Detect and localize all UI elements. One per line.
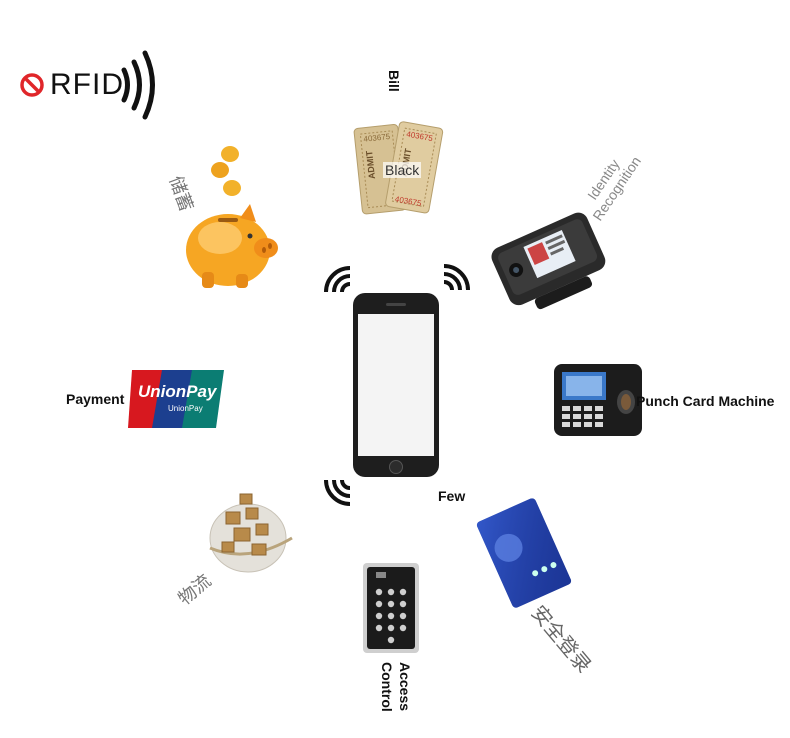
no-symbol-icon bbox=[20, 50, 155, 120]
blue-card-icon bbox=[476, 498, 572, 608]
identity-recognition-label: Identity Recognition bbox=[584, 153, 644, 224]
unionpay-card: UnionPay UnionPay bbox=[126, 366, 226, 432]
access-control-label: Access Control bbox=[379, 662, 413, 712]
ticket-number-1: 403675 bbox=[363, 132, 391, 144]
ticket-illustration: 403675 ADMIT 403675 403675 ADMIT bbox=[352, 118, 444, 218]
blue-card-illustration bbox=[476, 498, 572, 608]
piggy-bank-icon bbox=[186, 146, 278, 288]
globe-parcels-icon bbox=[209, 493, 293, 573]
wave-icon bbox=[443, 264, 470, 291]
face-terminal-illustration bbox=[488, 206, 606, 310]
wave-icon bbox=[324, 480, 351, 506]
few-label: Few bbox=[438, 488, 466, 504]
unionpay-card-icon bbox=[128, 370, 224, 428]
piggy-bank-illustration bbox=[180, 140, 290, 300]
smartphone-icon bbox=[353, 293, 439, 477]
keypad-reader-illustration bbox=[362, 562, 420, 654]
globe-illustration bbox=[196, 490, 300, 582]
punch-card-illustration bbox=[552, 362, 644, 438]
smartphone bbox=[352, 292, 440, 478]
rfid-text: RFID bbox=[50, 68, 124, 101]
punch-card-label: Punch Card Machine bbox=[636, 393, 775, 409]
rfid-logo: RFID bbox=[18, 50, 168, 120]
unionpay-brand: UnionPay bbox=[138, 382, 217, 401]
secure-login-cn-label: 安全登录 bbox=[526, 600, 597, 678]
punch-card-machine-icon bbox=[554, 364, 642, 436]
bill-label: Bill bbox=[386, 70, 402, 92]
payment-label: Payment bbox=[66, 391, 125, 407]
ticket-icon: 403675 ADMIT 403675 403675 ADMIT bbox=[353, 121, 444, 215]
black-label: Black bbox=[383, 162, 422, 178]
ticket-admit-1: ADMIT bbox=[364, 150, 377, 180]
unionpay-sub: UnionPay bbox=[168, 404, 203, 413]
wave-icon bbox=[324, 266, 351, 292]
face-recognition-terminal-icon bbox=[491, 212, 606, 310]
wave-icon bbox=[121, 50, 155, 120]
keypad-reader-icon bbox=[363, 563, 419, 653]
